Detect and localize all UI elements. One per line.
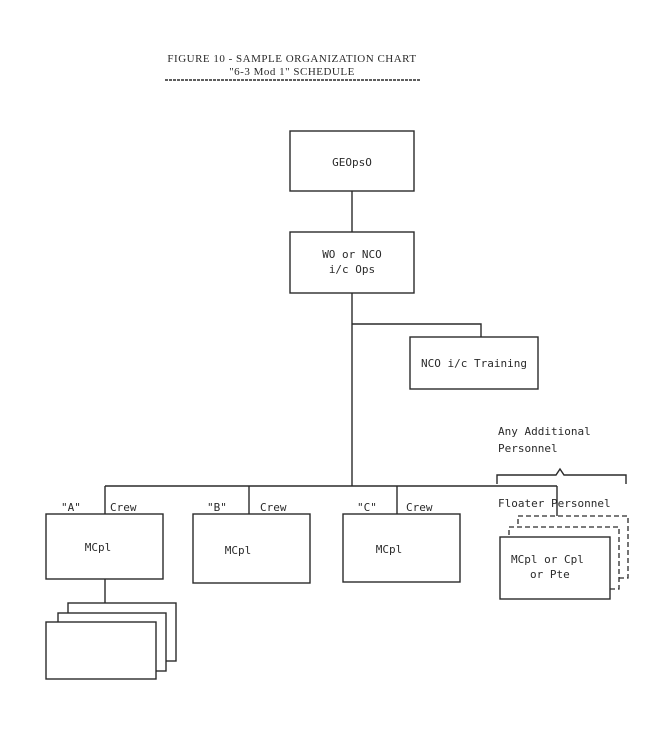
- crew-a-crew-label: Crew: [110, 501, 137, 514]
- crew-c-letter: "C": [357, 501, 377, 514]
- crew-c-box: [342, 513, 461, 583]
- crew-b-mcpl: MCpl: [225, 544, 252, 557]
- chart-title-line2: "6-3 Mod 1" SCHEDULE: [229, 66, 355, 78]
- crew-b-crew-label: Crew: [260, 501, 287, 514]
- crew-c-mcpl: MCpl: [376, 543, 403, 556]
- floater-personnel-label: Floater Personnel: [498, 497, 611, 510]
- floater-box: [499, 536, 611, 600]
- nco-training-label: NCO i/c Training: [421, 357, 527, 370]
- crew-b-letter: "B": [207, 501, 227, 514]
- subordinate-box-front: [45, 621, 157, 680]
- chart-title-line1: FIGURE 10 - SAMPLE ORGANIZATION CHART: [167, 53, 416, 65]
- connector-training: [352, 323, 482, 337]
- additional-personnel-line1: Any Additional: [498, 425, 591, 438]
- floater-box-line2: or Pte: [530, 568, 570, 581]
- additional-personnel-line2: Personnel: [498, 442, 558, 455]
- crew-a-box: [45, 513, 164, 580]
- wo-nco-ops-label-line1: WO or NCO: [322, 248, 382, 261]
- wo-nco-ops-label-line2: i/c Ops: [329, 263, 375, 276]
- crew-c-crew-label: Crew: [406, 501, 433, 514]
- additional-personnel-bracket: [496, 467, 627, 484]
- crew-b-box: [192, 513, 311, 584]
- nco-training-box: [409, 336, 539, 390]
- geopso-box: [289, 130, 415, 192]
- floater-box-line1: MCpl or Cpl: [511, 553, 584, 566]
- geopso-label: GEOpsO: [332, 156, 372, 169]
- crew-a-mcpl: MCpl: [85, 541, 112, 554]
- crew-a-letter: "A": [61, 501, 81, 514]
